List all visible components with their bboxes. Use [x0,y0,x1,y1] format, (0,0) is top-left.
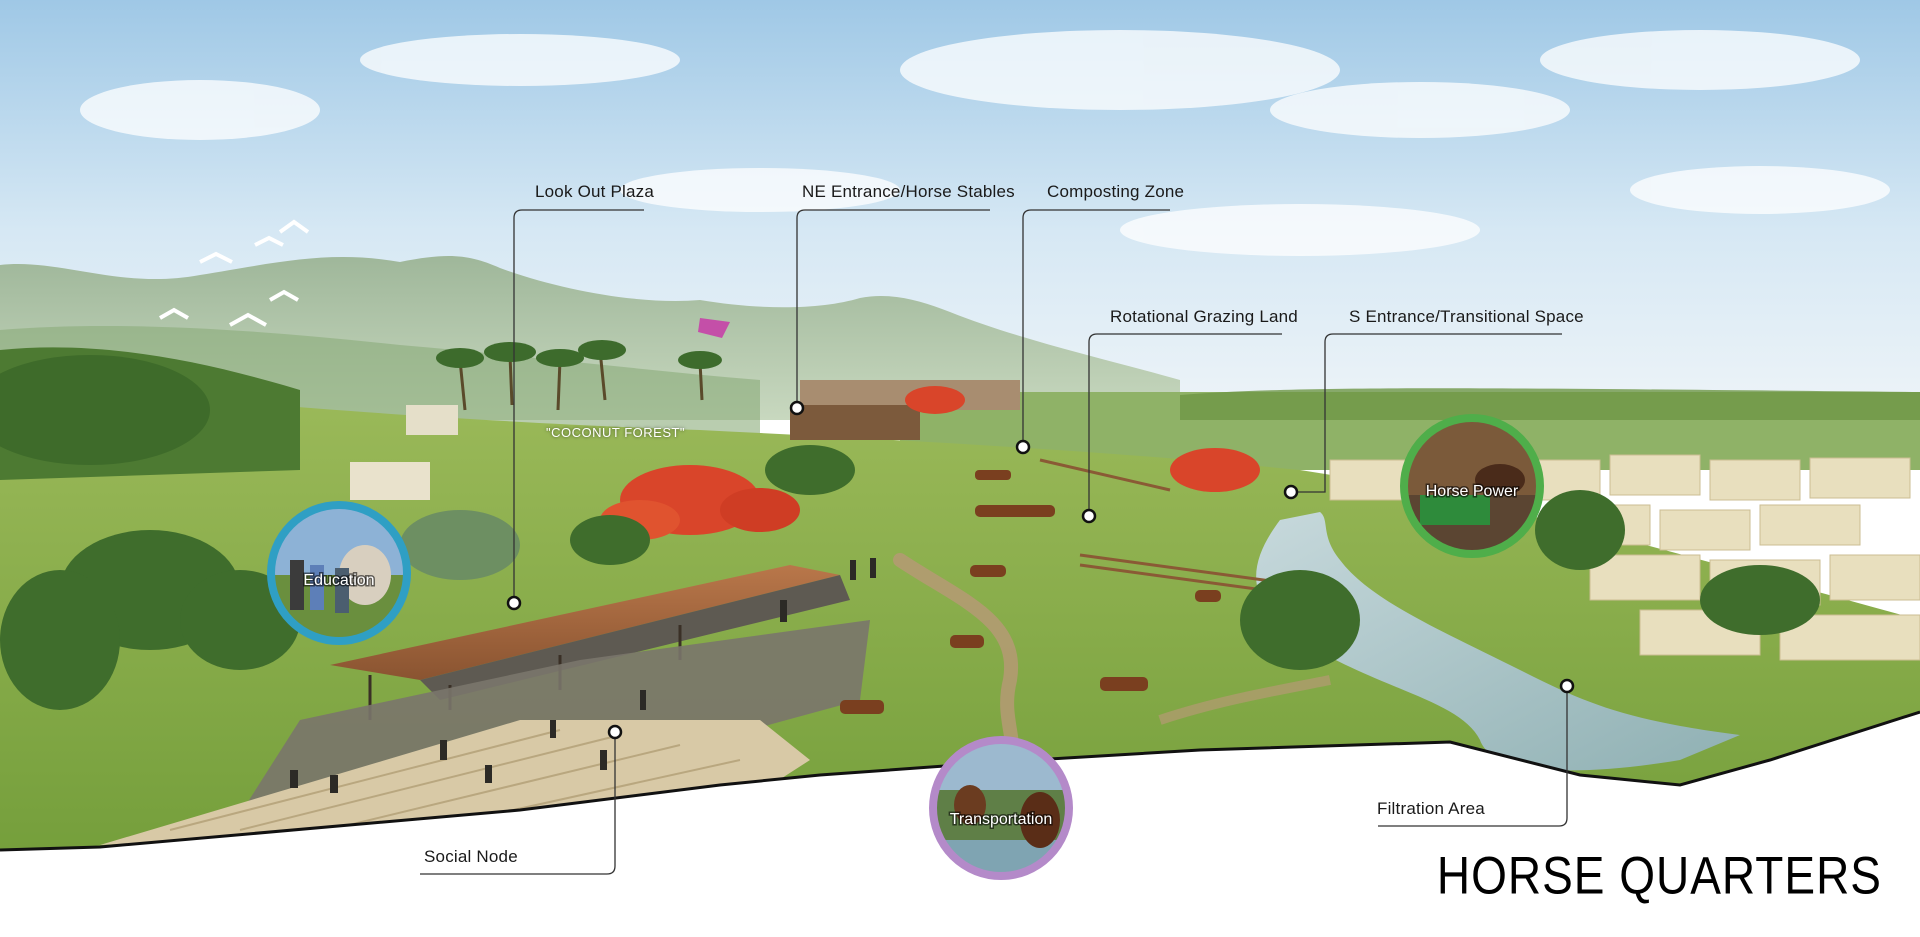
trees [0,445,1820,710]
clouds [80,30,1890,256]
transportation-ring [929,736,1073,880]
people-and-horses [290,558,876,793]
leader-rotational-grazing [1088,333,1282,516]
look-out-plaza-canopy [330,565,840,680]
leader-s-entrance [1291,333,1562,493]
rotational-grazing-label: Rotational Grazing Land [1110,307,1298,326]
callout-markers [506,400,1575,740]
filtration-area-label: Filtration Area [1377,799,1485,818]
leader-lines [420,209,1568,875]
leader-ne-entrance [796,209,990,408]
kite [698,318,730,338]
leader-social-node [420,732,616,875]
coconut-forest-label: "COCONUT FOREST" [546,425,686,440]
education-label: Education [303,572,374,589]
page-title: HORSE QUARTERS [1436,845,1882,905]
seagulls [159,219,310,327]
education-inset: Education [267,501,411,645]
social-node-label: Social Node [424,847,518,866]
leader-filtration-area [1378,686,1568,827]
transportation-label: Transportation [950,811,1053,828]
horse-power-ring [1400,414,1544,558]
horse-power-label: Horse Power [1426,483,1519,500]
s-entrance-label: S Entrance/Transitional Space [1349,307,1584,326]
ne-entrance-label: NE Entrance/Horse Stables [802,182,1015,201]
horse-power-inset: Horse Power [1400,414,1544,558]
education-ring [267,501,411,645]
composting-zone-label: Composting Zone [1047,182,1185,201]
leader-look-out-plaza [513,209,644,603]
transportation-inset: Transportation [929,736,1073,880]
leader-composting-zone [1022,209,1170,447]
look-out-plaza-label: Look Out Plaza [535,182,655,201]
